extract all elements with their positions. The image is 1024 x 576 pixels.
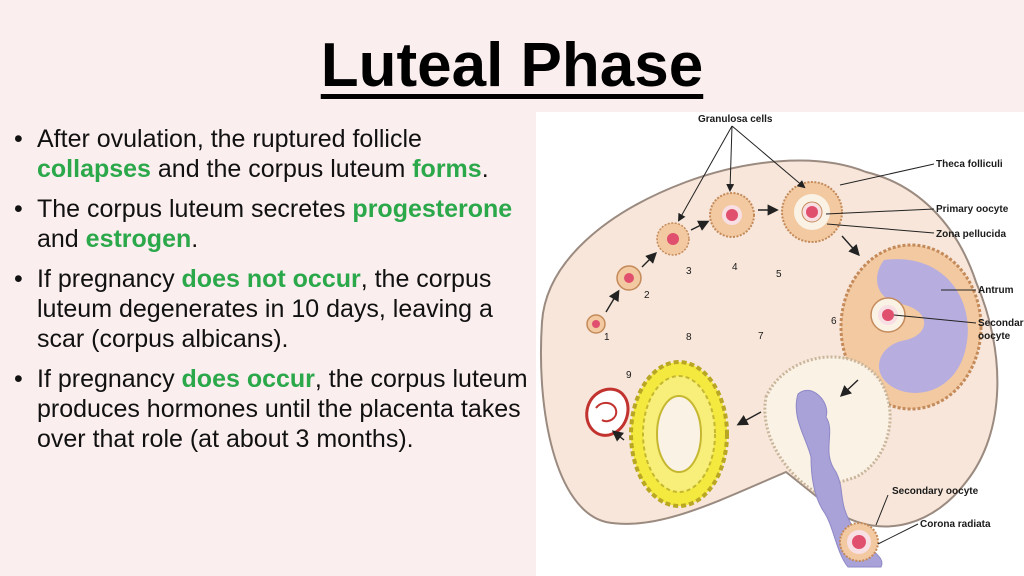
bullet-item: The corpus luteum secretes progesterone …: [14, 194, 534, 254]
label-antrum: Antrum: [978, 285, 1014, 296]
label-theca-folliculi: Theca folliculi: [936, 159, 1003, 170]
ovary-diagram: 1 2 3 4 5 6 7 8 9 Granulosa cells Theca …: [536, 112, 1024, 576]
highlighted-term: collapses: [37, 155, 151, 183]
follicle-stage-2: [616, 265, 642, 291]
highlighted-term: progesterone: [352, 195, 513, 223]
bullet-list: After ovulation, the ruptured follicle c…: [14, 124, 534, 464]
follicle-stage-4: [709, 192, 755, 238]
bullet-text: and the corpus luteum: [150, 155, 413, 183]
bullet-text: .: [191, 225, 199, 253]
slide-title: Luteal Phase: [320, 31, 704, 100]
stage-number-7: 7: [758, 331, 764, 342]
label-primary-oocyte: Primary oocyte: [936, 204, 1009, 215]
bullet-text: After ovulation, the ruptured follicle: [37, 125, 422, 153]
label-leaders: [678, 125, 977, 545]
bullet-text: , the corpus luteum degenerates in 10 da…: [37, 265, 493, 353]
label-granulosa-cells: Granulosa cells: [698, 114, 773, 125]
stage-number-5: 5: [776, 269, 782, 280]
stage-number-4: 4: [732, 262, 738, 273]
label-secondary-oocyte-line1: Secondary: [978, 318, 1024, 329]
stage-number-9: 9: [626, 370, 632, 381]
released-secondary-oocyte: [839, 522, 879, 562]
highlighted-term: estrogen: [85, 225, 192, 253]
bullet-text: .: [481, 155, 489, 183]
bullet-text: and: [37, 225, 86, 253]
follicle-stage-6: [839, 243, 983, 411]
highlighted-term: does not occur: [181, 265, 361, 293]
stage-arrows: [605, 204, 860, 442]
corpus-luteum-stage-8: [629, 360, 729, 508]
bullet-text: If pregnancy: [37, 265, 182, 293]
label-secondary-oocyte-bottom: Secondary oocyte: [892, 486, 979, 497]
label-zona-pellucida: Zona pellucida: [936, 229, 1006, 240]
stage-number-2: 2: [644, 290, 650, 301]
bullet-item: After ovulation, the ruptured follicle c…: [14, 124, 534, 184]
stage-number-1: 1: [604, 332, 610, 343]
follicle-stage-5: [781, 181, 843, 243]
stage-number-6: 6: [831, 316, 837, 327]
corpus-albicans-stage-9: [585, 387, 630, 437]
label-secondary-oocyte-line2: oocyte: [978, 331, 1011, 342]
follicle-stage-1: [586, 314, 606, 334]
highlighted-term: forms: [412, 155, 482, 183]
stage-number-8: 8: [686, 332, 692, 343]
bullet-item: If pregnancy does not occur, the corpus …: [14, 264, 534, 354]
bullet-text: If pregnancy: [37, 365, 182, 393]
stage-number-3: 3: [686, 266, 692, 277]
ovary-diagram-svg: 1 2 3 4 5 6 7 8 9 Granulosa cells Theca …: [539, 114, 1024, 568]
highlighted-term: does occur: [181, 365, 315, 393]
bullet-text: The corpus luteum secretes: [37, 195, 353, 223]
label-corona-radiata: Corona radiata: [920, 519, 991, 530]
bullet-item: If pregnancy does occur, the corpus lute…: [14, 364, 534, 454]
follicle-stage-3: [656, 222, 690, 256]
bullet-text: , the corpus luteum produces hormones un…: [37, 365, 528, 453]
ruptured-follicle-stage-7: [763, 355, 892, 568]
